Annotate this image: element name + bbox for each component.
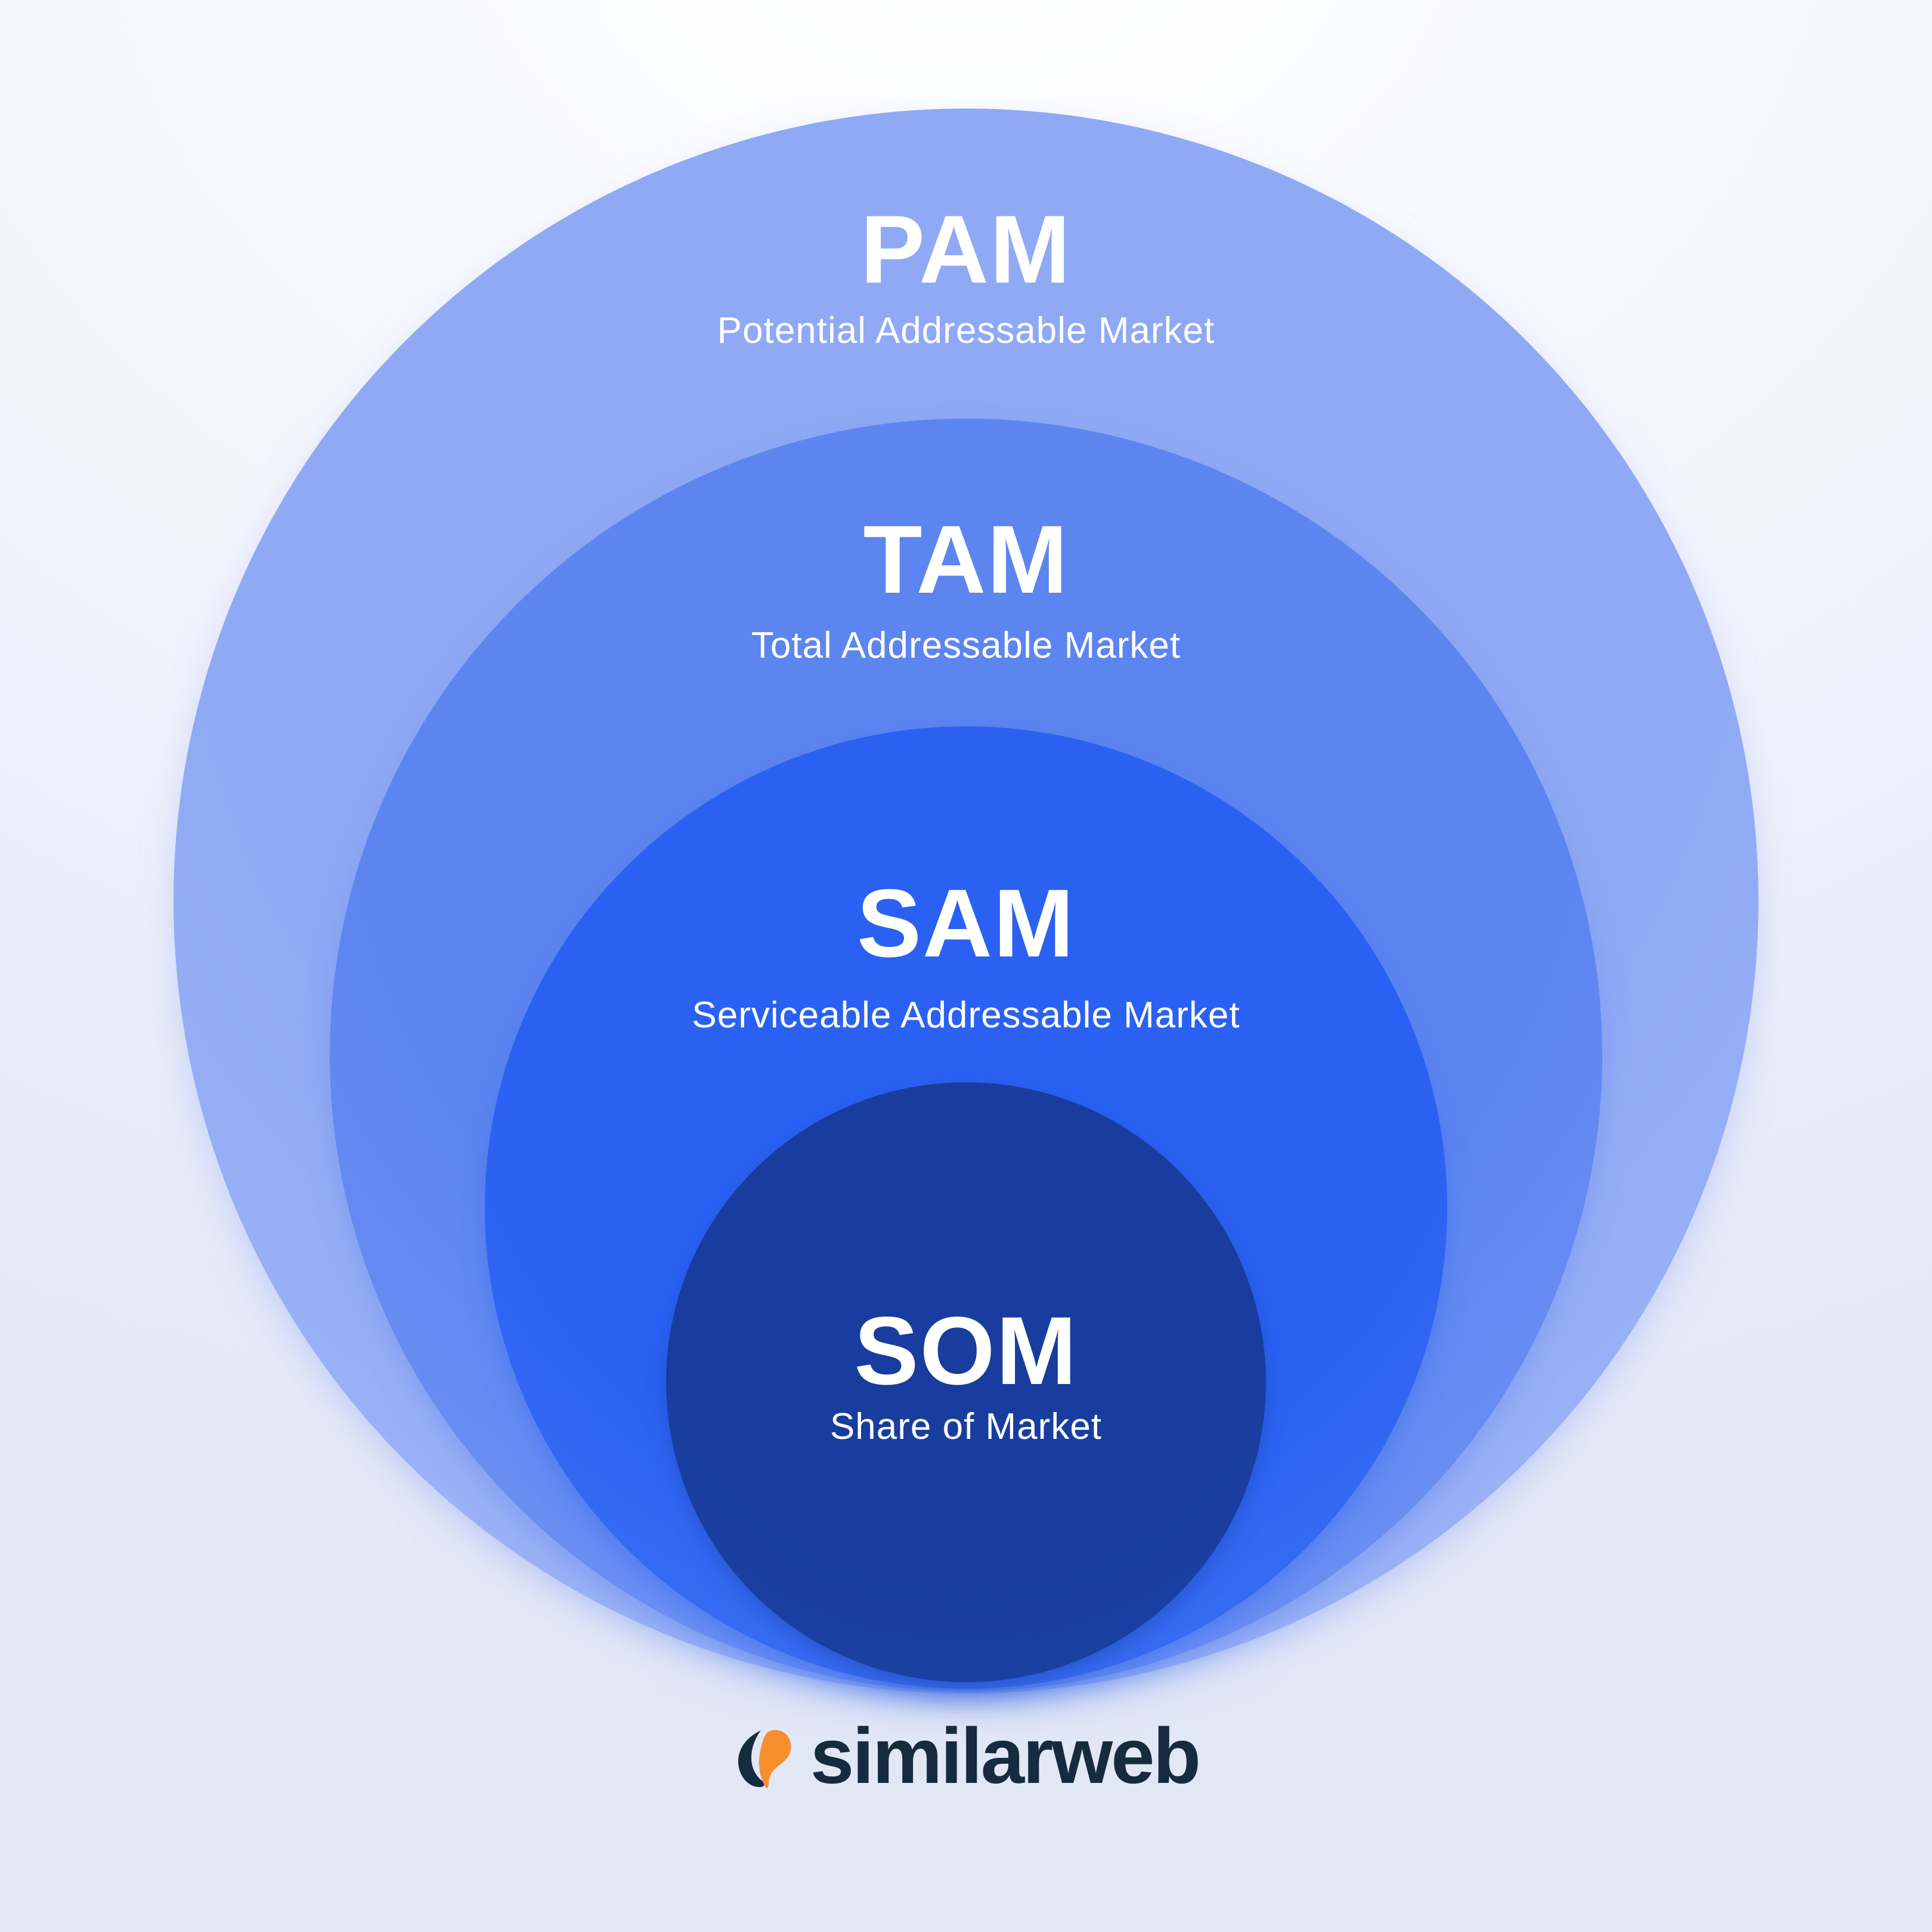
similarweb-wordmark: similarweb [810,1712,1201,1800]
sam-full-name: Serviceable Addressable Market [692,995,1240,1036]
pam-abbreviation: PAM [860,196,1072,304]
tam-abbreviation: TAM [863,506,1069,614]
pam-full-name: Potential Addressable Market [717,310,1215,351]
similarweb-logo-icon [738,1730,791,1788]
som-abbreviation: SOM [854,1297,1078,1405]
sam-abbreviation: SAM [857,869,1075,977]
som-full-name: Share of Market [829,1406,1103,1447]
som-circle [666,1082,1266,1682]
tam-full-name: Total Addressable Market [751,625,1181,666]
similarweb-logo: similarweb [0,1717,1932,1795]
